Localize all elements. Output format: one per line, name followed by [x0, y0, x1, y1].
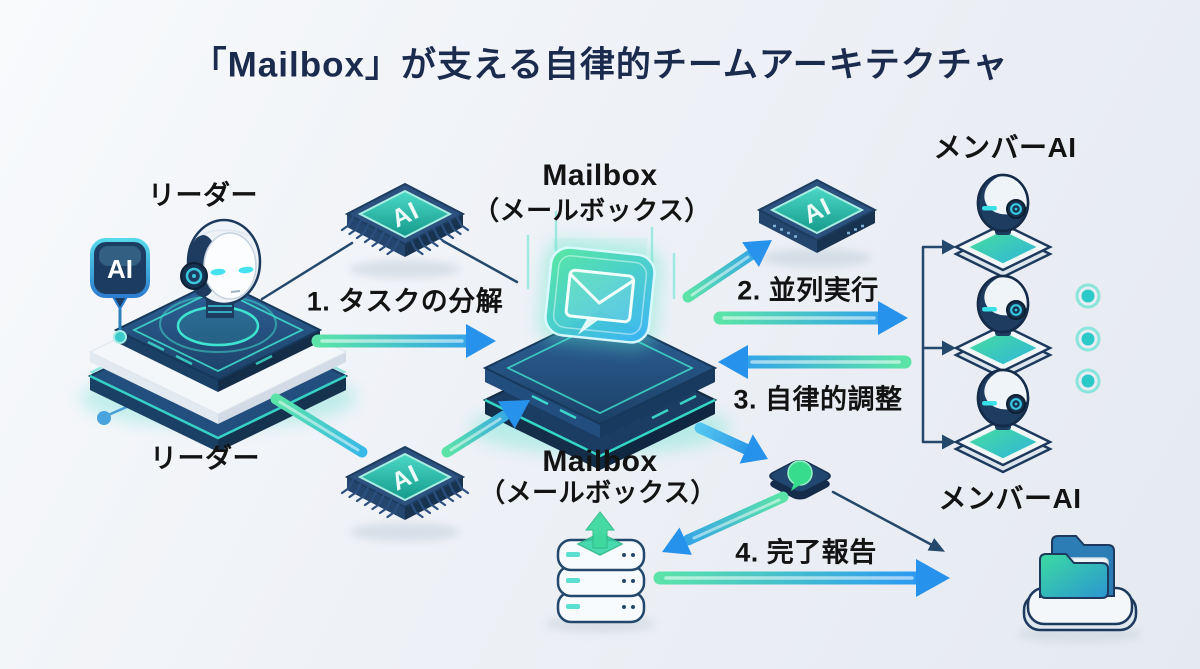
member-robot-icon-1: [956, 168, 1050, 277]
more-members-dots: [1075, 283, 1101, 394]
step2-label: 2. 並列実行: [737, 275, 879, 306]
leader-label-bottom: リーダー: [150, 443, 260, 474]
flow-arrows: [270, 240, 950, 597]
mailbox-envelope-icon: [470, 239, 730, 470]
ai-chip-icon-bottom: AI: [340, 446, 470, 541]
connector-line-report: [831, 490, 945, 552]
folder-icon: [1018, 535, 1142, 643]
step1-label: 1. タスクの分解: [306, 286, 504, 317]
step3-label: 3. 自律的調整: [733, 384, 903, 415]
member-robot-icon-2: [956, 269, 1050, 378]
member-robot-icon-3: [956, 363, 1050, 472]
connector-lines-top: [260, 239, 519, 301]
mailbox-name-bottom: Mailbox: [542, 445, 658, 478]
page-title: 「Mailbox」が支える自律的チームアーキテクチャ: [191, 45, 1009, 85]
ai-badge-icon: AI: [90, 238, 150, 344]
ai-chip-icon-top: AI: [340, 183, 470, 278]
mailbox-reading-top: （メールボックス）: [473, 195, 711, 226]
member-branch-lines: [921, 239, 956, 450]
mailbox-reading-bottom: （メールボックス）: [479, 477, 717, 508]
mailbox-name-top: Mailbox: [542, 159, 658, 192]
step4-label: 4. 完了報告: [735, 537, 877, 568]
members-label-top: メンバーAI: [933, 132, 1077, 163]
ai-badge-label: AI: [107, 254, 133, 284]
server-stack-icon: [545, 511, 655, 633]
ai-chip-icon-right: AI: [758, 179, 876, 267]
leader-label-top: リーダー: [148, 180, 258, 211]
members-label-bottom: メンバーAI: [938, 483, 1082, 514]
hexagon-module-icon: [769, 459, 831, 500]
